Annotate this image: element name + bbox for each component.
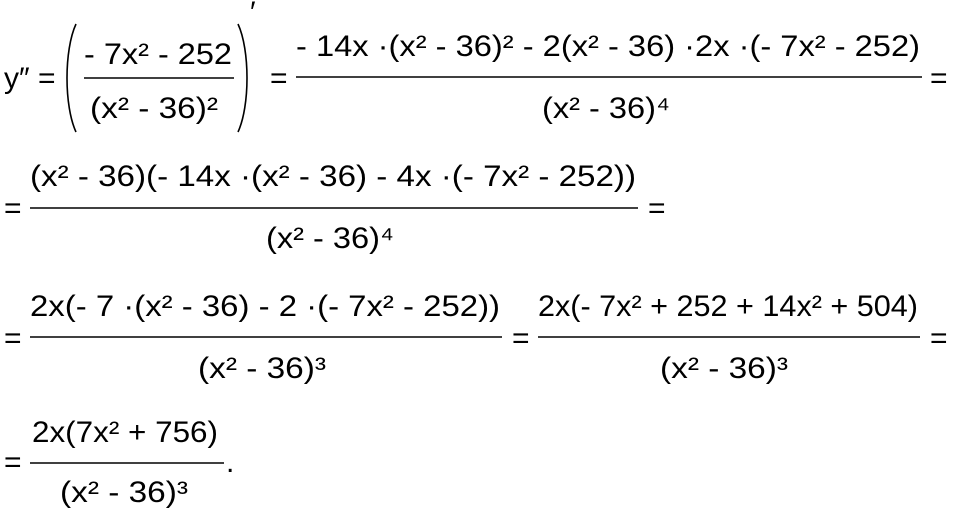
derivation-line-2: = (x² - 36)(- 14x ·(x² - 36) - 4x ·(- 7x… xyxy=(4,160,666,255)
outer-prime: ′ xyxy=(250,0,256,29)
inner-fraction-denominator: (x² - 36)² xyxy=(90,92,218,125)
equals-sign: = xyxy=(930,322,948,355)
fraction-numerator: 2x(- 7 ·(x² - 36) - 2 ·(- 7x² - 252)) xyxy=(30,290,500,323)
fraction-numerator: - 14x ·(x² - 36)² - 2(x² - 36) ·2x ·(- 7… xyxy=(296,30,920,63)
right-paren-large xyxy=(237,23,248,133)
fraction-numerator: 2x(7x² + 756) xyxy=(32,416,218,449)
derivation-line-1: y″ = - 7x² - 252 (x² - 36)² ′ = - 14x ·(… xyxy=(4,0,948,133)
fraction-numerator: (x² - 36)(- 14x ·(x² - 36) - 4x ·(- 7x² … xyxy=(30,160,636,193)
left-paren-large xyxy=(66,23,77,133)
fraction-denominator: (x² - 36)³ xyxy=(660,352,788,385)
derivation-line-4: = 2x(7x² + 756) (x² - 36)³ . xyxy=(4,416,234,509)
equals-sign: = xyxy=(930,62,948,95)
equals-sign: = xyxy=(4,192,22,225)
equals-sign: = xyxy=(512,322,530,355)
fraction-denominator: (x² - 36)⁴ xyxy=(266,222,394,255)
fraction-numerator: 2x(- 7x² + 252 + 14x² + 504) xyxy=(538,290,918,323)
fraction-denominator: (x² - 36)⁴ xyxy=(542,92,670,125)
fraction-denominator: (x² - 36)³ xyxy=(198,352,326,385)
equals-sign: = xyxy=(270,62,288,95)
inner-fraction-numerator: - 7x² - 252 xyxy=(84,38,232,71)
equals-sign: = xyxy=(648,192,666,225)
lhs-y-double-prime: y″ = xyxy=(4,62,55,95)
period: . xyxy=(226,446,234,479)
equals-sign: = xyxy=(4,322,22,355)
derivation-line-3: = 2x(- 7 ·(x² - 36) - 2 ·(- 7x² - 252)) … xyxy=(4,290,948,385)
equals-sign: = xyxy=(4,446,22,479)
fraction-denominator: (x² - 36)³ xyxy=(60,476,188,509)
